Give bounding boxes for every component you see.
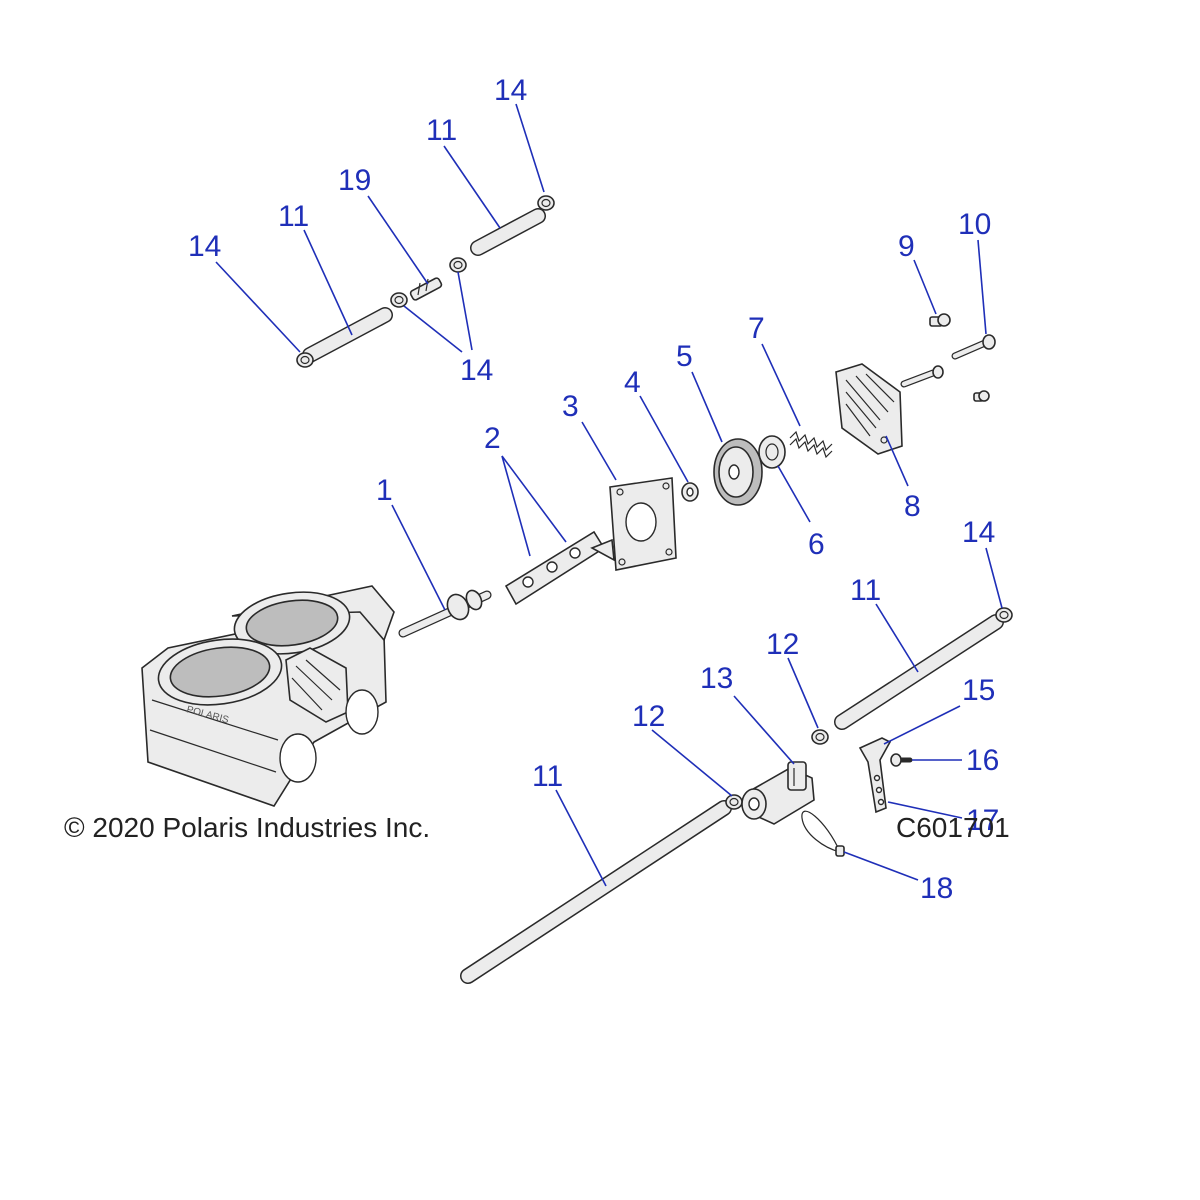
screw-small bbox=[973, 390, 990, 402]
leader-5 bbox=[691, 371, 723, 443]
leader-15 bbox=[883, 705, 961, 745]
callout-6: 6 bbox=[808, 528, 825, 561]
pump-cover bbox=[835, 363, 903, 455]
hose-right bbox=[834, 614, 1004, 730]
screw-9 bbox=[929, 313, 951, 327]
callout-labels: 1 2 3 4 5 6 7 8 9 10 11 11 11 11 12 12 1… bbox=[188, 74, 999, 905]
leader-13 bbox=[733, 695, 795, 765]
clamp-right-top bbox=[995, 607, 1013, 623]
callout-13: 13 bbox=[700, 662, 733, 695]
clamp-right-mid bbox=[811, 729, 829, 745]
cable-tie bbox=[801, 810, 845, 857]
pump-base-plate bbox=[590, 477, 677, 571]
clamp-upper-left bbox=[296, 352, 314, 368]
leader-12a bbox=[651, 729, 733, 797]
leader-2a bbox=[501, 455, 531, 557]
callout-2: 2 bbox=[484, 422, 501, 455]
leader-14c bbox=[403, 305, 463, 353]
leader-14d bbox=[457, 271, 473, 351]
hose-lower bbox=[460, 800, 732, 984]
clamp-upper-mid-right bbox=[449, 257, 467, 273]
leader-17 bbox=[887, 801, 963, 819]
leader-3 bbox=[581, 421, 617, 481]
leader-2b bbox=[501, 455, 567, 543]
callout-3: 3 bbox=[562, 390, 579, 423]
leader-11d bbox=[555, 789, 607, 887]
callout-16: 16 bbox=[966, 744, 999, 777]
callout-11-upper-left: 11 bbox=[278, 200, 309, 233]
callout-10: 10 bbox=[958, 208, 991, 241]
callout-14-left: 14 bbox=[188, 230, 221, 263]
upper-hose-assembly bbox=[296, 195, 555, 368]
spring bbox=[789, 430, 833, 459]
bracket-screw bbox=[890, 753, 913, 767]
washer bbox=[681, 482, 699, 502]
leader-1 bbox=[391, 504, 446, 611]
callout-12-right: 12 bbox=[766, 628, 799, 661]
leader-14b bbox=[215, 261, 301, 353]
leader-4 bbox=[639, 395, 689, 483]
leader-9 bbox=[913, 259, 937, 315]
callout-17: 17 bbox=[966, 804, 999, 837]
clamp-lower bbox=[725, 794, 743, 810]
engine-block: POLARIS bbox=[141, 585, 395, 807]
diaphragm bbox=[713, 438, 763, 506]
callout-14-right: 14 bbox=[962, 516, 995, 549]
callout-11-lower: 11 bbox=[532, 760, 563, 793]
check-valve bbox=[741, 761, 815, 825]
callout-7: 7 bbox=[748, 312, 765, 345]
callout-1: 1 bbox=[376, 474, 393, 507]
leader-11b bbox=[443, 145, 501, 229]
hose-upper-left bbox=[302, 307, 393, 363]
spring-cap bbox=[758, 435, 786, 469]
callout-14-top: 14 bbox=[494, 74, 527, 107]
leader-7 bbox=[761, 343, 801, 427]
pulse-fitting bbox=[398, 589, 492, 638]
leader-8 bbox=[885, 435, 909, 487]
callout-18: 18 bbox=[920, 872, 953, 905]
leader-6 bbox=[777, 465, 811, 523]
leader-lines bbox=[215, 103, 1003, 887]
bolt-10 bbox=[951, 334, 996, 360]
leader-10 bbox=[977, 239, 987, 335]
diagram-code: C601701 bbox=[896, 812, 1010, 843]
pump-assembly bbox=[398, 313, 996, 638]
gasket bbox=[504, 530, 606, 606]
callout-19: 19 bbox=[338, 164, 371, 197]
callout-11-right: 11 bbox=[850, 574, 881, 607]
leader-19 bbox=[367, 195, 429, 285]
clamp-upper-right bbox=[537, 195, 555, 211]
callout-9: 9 bbox=[898, 230, 915, 263]
callout-14-mid: 14 bbox=[460, 354, 493, 387]
leader-11a bbox=[303, 229, 353, 336]
mounting-bracket bbox=[858, 737, 892, 814]
leader-18 bbox=[843, 851, 919, 881]
leader-14e bbox=[985, 547, 1003, 609]
leader-14a bbox=[515, 103, 545, 193]
callout-11-upper-right: 11 bbox=[426, 114, 457, 147]
lower-assembly bbox=[460, 607, 1013, 984]
callout-8: 8 bbox=[904, 490, 921, 523]
clamp-upper-mid-left bbox=[390, 292, 408, 308]
hose-upper-right bbox=[470, 208, 546, 256]
check-valve-fitting bbox=[409, 277, 443, 301]
pump-bolt bbox=[900, 365, 944, 388]
callout-5: 5 bbox=[676, 340, 693, 373]
callout-15: 15 bbox=[962, 674, 995, 707]
callout-12-left: 12 bbox=[632, 700, 665, 733]
copyright-notice: © 2020 Polaris Industries Inc. bbox=[64, 812, 431, 843]
leader-12b bbox=[787, 657, 819, 729]
leader-11c bbox=[875, 603, 919, 673]
callout-4: 4 bbox=[624, 366, 641, 399]
